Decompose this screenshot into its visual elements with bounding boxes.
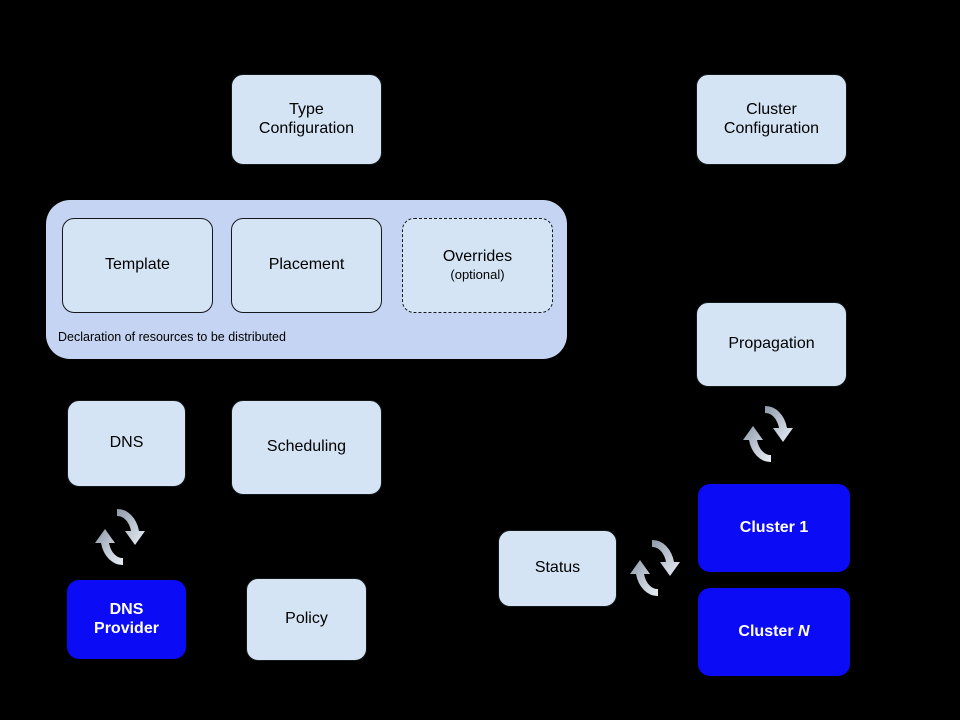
node-overrides-sublabel: (optional) — [450, 267, 505, 283]
sync-icon-propagation — [743, 405, 793, 463]
node-overrides[interactable]: Overrides (optional) — [402, 218, 553, 313]
node-dns-provider[interactable]: DNS Provider — [67, 580, 186, 659]
node-propagation[interactable]: Propagation — [696, 302, 847, 387]
node-dns-label: DNS — [109, 434, 144, 452]
node-policy[interactable]: Policy — [246, 578, 367, 661]
node-type-configuration[interactable]: Type Configuration — [231, 74, 382, 165]
sync-icon-dns — [95, 508, 145, 566]
node-cluster-1[interactable]: Cluster 1 — [698, 484, 850, 572]
node-status[interactable]: Status — [498, 530, 617, 607]
node-template[interactable]: Template — [62, 218, 213, 313]
node-scheduling-label: Scheduling — [266, 438, 347, 456]
node-status-label: Status — [534, 559, 581, 577]
sync-icon-status — [630, 539, 680, 597]
group-caption: Declaration of resources to be distribut… — [58, 330, 286, 344]
node-dns[interactable]: DNS — [67, 400, 186, 487]
node-overrides-label: Overrides — [442, 248, 513, 266]
node-placement-label: Placement — [268, 256, 345, 274]
node-cluster-n-suffix: N — [798, 622, 810, 640]
node-cluster-configuration-label: Cluster Configuration — [723, 100, 820, 137]
node-template-label: Template — [105, 256, 170, 274]
node-cluster-n[interactable]: Cluster N — [698, 588, 850, 676]
node-cluster-n-prefix: Cluster — [738, 622, 798, 640]
node-type-configuration-label: Type Configuration — [258, 100, 355, 137]
node-propagation-label: Propagation — [728, 335, 815, 353]
node-policy-label: Policy — [285, 610, 328, 628]
node-dns-provider-label: DNS Provider — [94, 600, 159, 637]
node-cluster-1-label: Cluster 1 — [739, 518, 809, 536]
node-scheduling[interactable]: Scheduling — [231, 400, 382, 495]
node-placement[interactable]: Placement — [231, 218, 382, 313]
node-cluster-n-label: Cluster N — [738, 623, 809, 642]
node-cluster-configuration[interactable]: Cluster Configuration — [696, 74, 847, 165]
